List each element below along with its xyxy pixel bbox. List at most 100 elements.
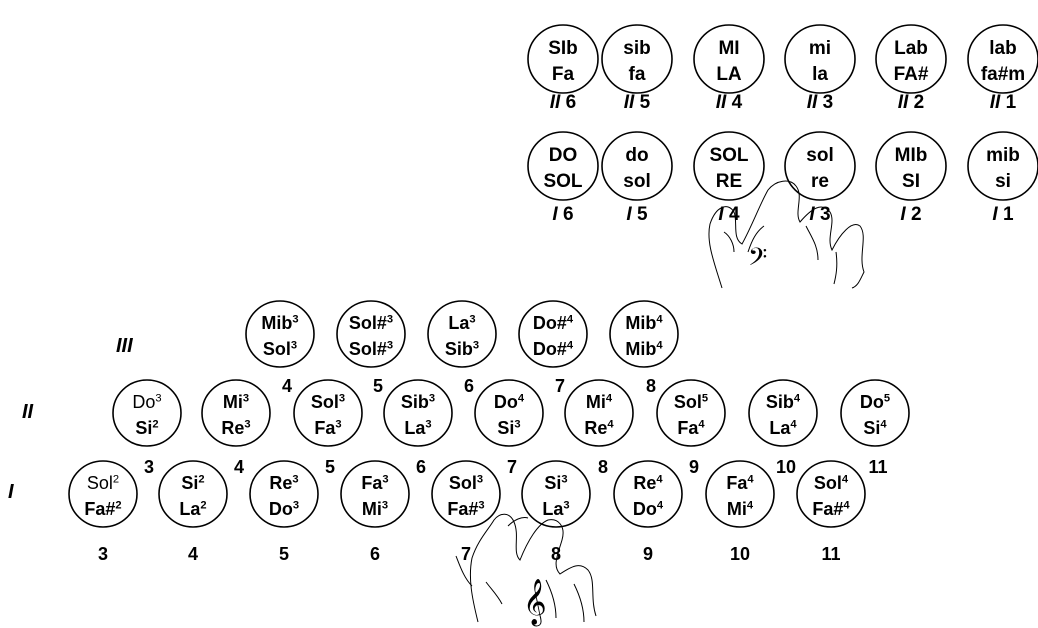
bass-button-number: II 6 [550,92,576,113]
treble-button[interactable]: Do#4Do#4 [518,300,588,368]
treble-button-bottom-label: Mi3 [362,499,388,519]
bass-button-top-label: MIb [895,145,928,166]
row1-button-number: 8 [551,544,561,564]
button-outline [613,460,683,528]
button-outline [383,379,453,447]
bass-button-top-label: DO [549,145,578,166]
treble-button-top-label: Fa4 [726,473,754,493]
treble-button-bottom-label: Sol3 [263,339,297,359]
treble-button-bottom-label: La2 [179,499,206,519]
bass-button-bottom-label: Fa [552,64,575,85]
row3-button-number: 4 [282,376,292,396]
button-outline [518,300,588,368]
treble-button-top-label: Sol4 [814,473,849,493]
treble-button-bottom-label: Fa4 [677,418,705,438]
treble-button-top-label: Do4 [494,392,525,412]
bass-button[interactable]: MI LA [693,24,765,94]
button-outline [201,379,271,447]
bass-button-number: II 2 [898,92,924,113]
treble-button-bottom-label: La3 [404,418,431,438]
row3-button-number: 6 [464,376,474,396]
treble-button-top-label: Sol5 [674,392,708,412]
bass-button[interactable]: sib fa [601,24,673,94]
button-outline [431,460,501,528]
bass-button-top-label: mi [809,38,831,59]
treble-button-bottom-label: Do3 [269,499,299,519]
button-outline [293,379,363,447]
treble-button-top-label: Sol3 [311,392,345,412]
bass-button-top-label: MI [718,38,739,59]
button-outline [967,24,1038,94]
bass-button-bottom-label: fa [629,64,646,85]
treble-button-top-label: Si3 [544,473,567,493]
treble-button-bottom-label: Mib4 [625,339,663,359]
treble-button-top-label: Sol3 [449,473,483,493]
bass-button[interactable]: mi la [784,24,856,94]
button-outline [112,379,182,447]
bass-button-bottom-label: la [812,64,828,85]
treble-button-bottom-label: Fa#2 [84,499,121,519]
row2-button-number: 3 [144,457,154,477]
row3-button-number: 5 [373,376,383,396]
button-outline [474,379,544,447]
row1-button-number: 7 [461,544,471,564]
treble-button-bottom-label: La3 [542,499,569,519]
bass-button-number: II 3 [807,92,833,113]
button-outline [656,379,726,447]
treble-button-bottom-label: Re4 [584,418,614,438]
row-label-iii: III [116,335,133,357]
treble-clef-icon: 𝄞 [523,579,547,627]
bass-button-top-label: sib [623,38,650,59]
treble-button-bottom-label: Re3 [221,418,250,438]
bass-button-bottom-label: re [811,171,829,192]
button-outline [527,131,599,201]
row1-button-number: 5 [279,544,289,564]
bass-button-bottom-label: LA [716,64,742,85]
treble-button-bottom-label: Do#4 [533,339,574,359]
bass-button-number: I 2 [900,204,921,225]
button-outline [609,300,679,368]
row2-button-number: 7 [507,457,517,477]
treble-button-bottom-label: Si2 [135,418,158,438]
button-outline [875,24,947,94]
bass-button-top-label: Lab [894,38,928,59]
bass-button-bottom-label: fa#m [981,64,1025,85]
treble-button-bottom-label: Si3 [497,418,520,438]
bass-button-number: I 6 [552,204,573,225]
button-outline [601,24,673,94]
treble-button-top-label: Mib3 [261,313,298,333]
treble-button-top-label: Si2 [181,473,204,493]
